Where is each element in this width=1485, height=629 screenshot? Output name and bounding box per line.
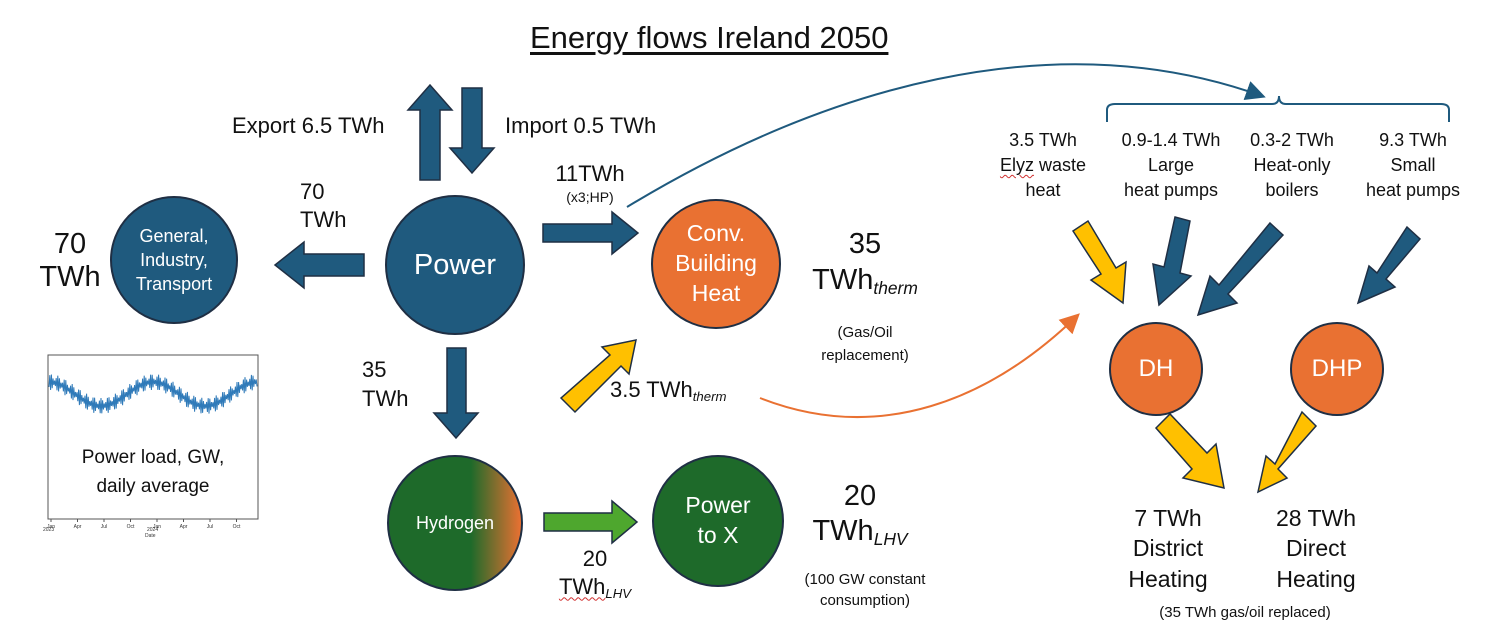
x-tick-label: Oct	[233, 524, 241, 530]
output-direct-heating: 28 TWh Direct Heating	[1275, 505, 1357, 592]
waste-heat-to-dh-curve	[759, 313, 1080, 418]
source-large-heat-pumps: 0.9-1.4 TWh Large heat pumps	[1121, 130, 1221, 201]
x-tick-label: Oct	[127, 524, 135, 530]
node-dh: DH	[1109, 322, 1203, 416]
output-district-heating: 7 TWh District Heating	[1128, 505, 1208, 592]
x-tick-label: Jul	[207, 524, 213, 530]
node-hydrogen: Hydrogen	[387, 455, 523, 591]
source-small-heat-pumps: 9.3 TWh Small heat pumps	[1365, 130, 1461, 201]
sources-brace	[1106, 95, 1450, 122]
building-heat-to-sources-curve	[626, 63, 1266, 208]
export-arrow	[406, 83, 454, 181]
node-power-to-x: Power to X	[652, 455, 784, 587]
x-tick-label: Jan	[153, 524, 161, 530]
power-load-line	[48, 374, 258, 414]
import-arrow	[448, 87, 496, 175]
dh-to-district-arrow	[1154, 412, 1225, 490]
power-to-hydrogen-label: 35 TWh	[362, 357, 409, 411]
import-label: Import 0.5 TWh	[505, 113, 657, 138]
elyz-waste-heat-arrow	[1071, 219, 1127, 305]
hydrogen-to-ptx-arrow	[543, 499, 639, 545]
x-tick-label: Apr	[180, 524, 188, 530]
x-tick-label: Jul	[101, 524, 107, 530]
page-title: Energy flows Ireland 2050	[530, 20, 889, 55]
inset-xlabel: Date	[145, 533, 156, 539]
source-heat-only-boilers: 0.3-2 TWh Heat-only boilers	[1250, 130, 1334, 201]
x-tick-label: Jan	[47, 524, 55, 530]
inset-year-2023: 2023	[43, 527, 55, 533]
x-tick-label: Apr	[74, 524, 82, 530]
hydrogen-to-ptx-label: 20 TWhLHV	[558, 546, 632, 601]
export-label: Export 6.5 TWh	[232, 113, 385, 138]
node-dhp: DHP	[1290, 322, 1384, 416]
source-elyz-waste-heat: 3.5 TWh Elyz waste heat	[999, 130, 1087, 201]
power-to-general-arrow	[273, 240, 365, 290]
dhp-to-direct-arrow	[1256, 410, 1318, 494]
power-to-heat-arrow	[542, 210, 640, 256]
inset-caption: Power load, GW, daily average	[81, 447, 225, 497]
ptx-total: 20 TWhLHV	[812, 480, 908, 550]
power-load-chart: Jan Apr Jul Oct Jan Apr Jul Oct	[47, 354, 259, 530]
inset-year-2024: 2024	[147, 527, 159, 533]
general-total: 70 TWh	[39, 228, 101, 294]
hydrogen-to-heat-arrow	[559, 339, 637, 414]
heat-only-boilers-arrow	[1196, 221, 1285, 317]
node-building-heat: Conv. Building Heat	[651, 199, 781, 329]
ptx-note: (100 GW constant consumption)	[804, 571, 926, 609]
node-general: General, Industry, Transport	[110, 196, 238, 324]
power-to-general-label: 70 TWh	[300, 179, 347, 232]
power-to-hydrogen-arrow	[432, 347, 480, 440]
hydrogen-heat-label: 3.5 TWhtherm	[610, 377, 727, 404]
power-to-heat-label: 11TWh (x3;HP)	[555, 161, 625, 206]
small-heat-pumps-arrow	[1356, 225, 1422, 305]
heat-note: (Gas/Oil replacement)	[821, 324, 909, 364]
x-ticks: Jan Apr Jul Oct Jan Apr Jul Oct	[47, 519, 241, 530]
outputs-note: (35 TWh gas/oil replaced)	[1159, 604, 1331, 621]
large-heat-pumps-arrow	[1152, 216, 1193, 307]
node-power: Power	[385, 195, 525, 335]
heat-total: 35 TWhtherm	[812, 228, 918, 299]
